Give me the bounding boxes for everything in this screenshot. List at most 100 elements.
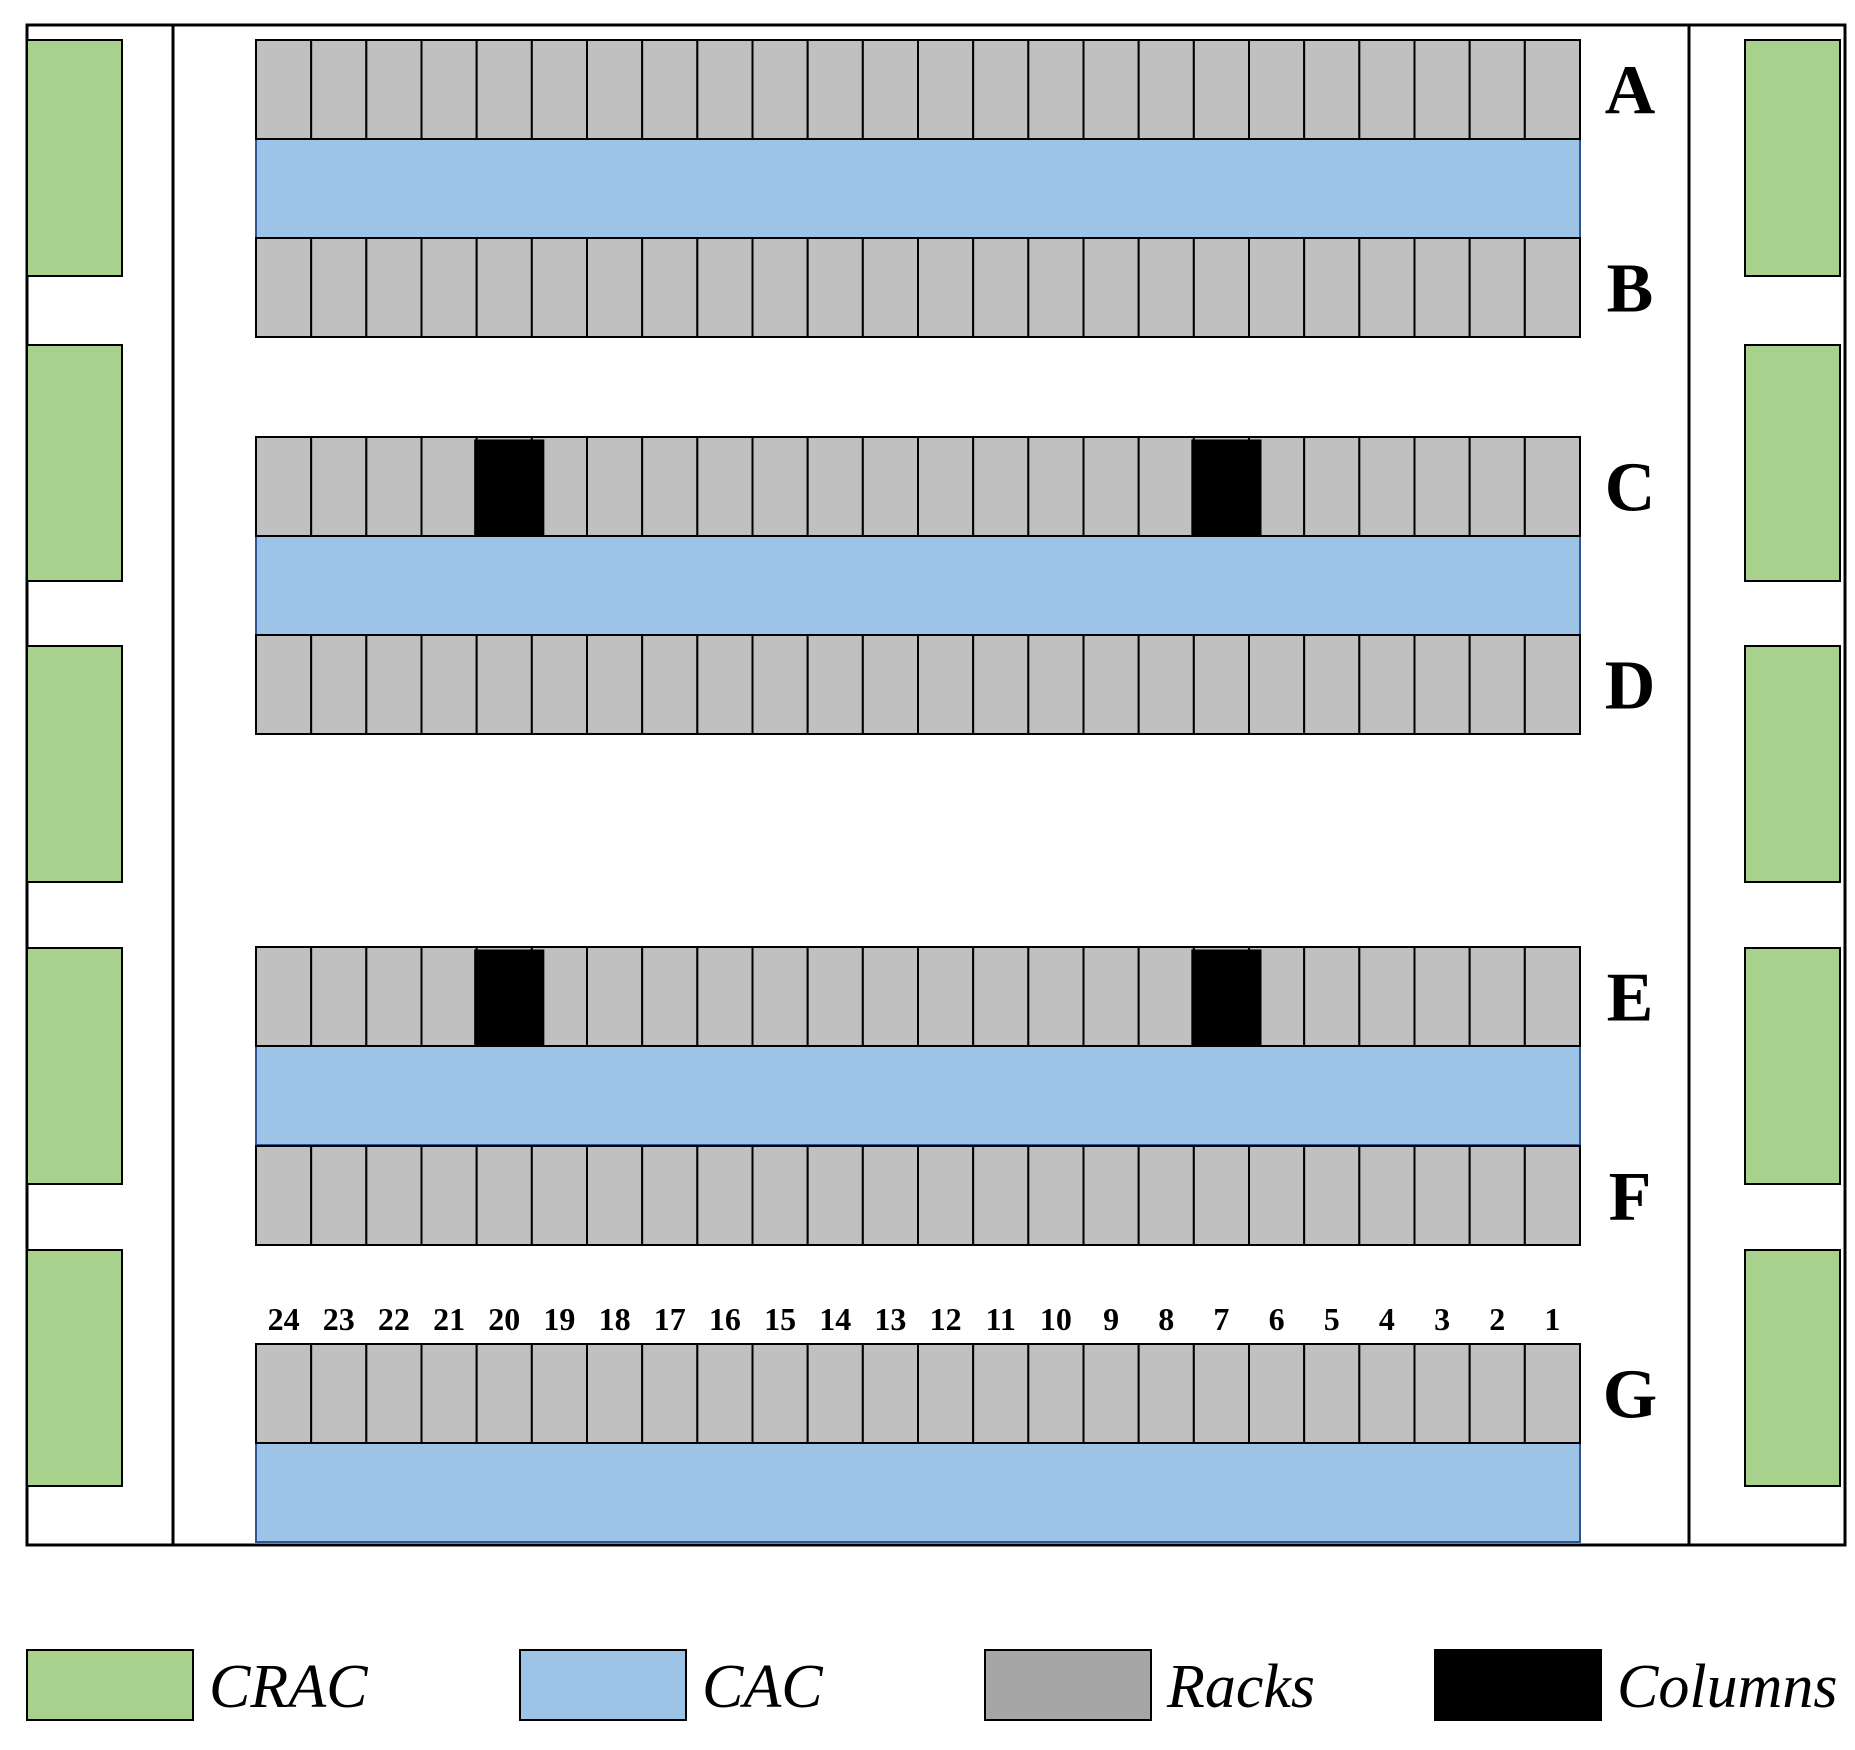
row-label-c: C: [1605, 450, 1656, 527]
rack-e-10: [1027, 946, 1085, 1047]
rack-g-11: [972, 1343, 1030, 1444]
rack-e-9: [1082, 946, 1140, 1047]
row-label-b: B: [1607, 251, 1654, 328]
rack-c-10: [1027, 436, 1085, 537]
rack-f-2: [1468, 1145, 1526, 1246]
rack-d-17: [641, 634, 699, 735]
rack-c-1: [1523, 436, 1582, 537]
rack-b-10: [1027, 237, 1085, 338]
crac-unit-left: [26, 947, 123, 1185]
rack-b-2: [1468, 237, 1526, 338]
rack-f-9: [1082, 1145, 1140, 1246]
rack-g-24: [255, 1343, 313, 1444]
rack-f-16: [696, 1145, 754, 1246]
rack-f-23: [310, 1145, 368, 1246]
rack-g-5: [1303, 1343, 1361, 1444]
rack-f-14: [806, 1145, 864, 1246]
rack-number-label: 4: [1379, 1301, 1395, 1337]
rack-d-7: [1192, 634, 1251, 735]
rack-number-label: 11: [986, 1301, 1016, 1337]
legend-swatch-crac: [26, 1649, 194, 1721]
rack-g-7: [1192, 1343, 1251, 1444]
rack-e-17: [641, 946, 699, 1047]
rack-d-9: [1082, 634, 1140, 735]
rack-e-4: [1358, 946, 1416, 1047]
rack-e-11: [972, 946, 1030, 1047]
building-column: [474, 439, 545, 537]
rack-row-g: [255, 1343, 1582, 1444]
crac-unit-right: [1744, 39, 1841, 277]
rack-b-5: [1303, 237, 1361, 338]
legend-swatch-columns: [1434, 1649, 1602, 1721]
rack-number-label: 13: [874, 1301, 906, 1337]
rack-number-label: 19: [543, 1301, 575, 1337]
rack-a-21: [420, 39, 478, 140]
rack-b-13: [861, 237, 919, 338]
rack-e-2: [1468, 946, 1526, 1047]
rack-e-3: [1413, 946, 1471, 1047]
rack-d-4: [1358, 634, 1416, 735]
rack-e-18: [586, 946, 644, 1047]
row-label-d: D: [1605, 648, 1656, 725]
crac-unit-right: [1744, 645, 1841, 883]
rack-d-2: [1468, 634, 1526, 735]
rack-f-20: [475, 1145, 533, 1246]
building-column: [474, 949, 545, 1047]
rack-f-13: [861, 1145, 919, 1246]
rack-g-3: [1413, 1343, 1471, 1444]
cac-aisle-g: [255, 1442, 1581, 1543]
rack-number-label: 10: [1040, 1301, 1072, 1337]
legend-swatch-cac: [519, 1649, 687, 1721]
rack-c-16: [696, 436, 754, 537]
rack-g-23: [310, 1343, 368, 1444]
rack-d-3: [1413, 634, 1471, 735]
rack-a-6: [1248, 39, 1306, 140]
rack-number-label: 18: [599, 1301, 631, 1337]
rack-number-label: 17: [654, 1301, 686, 1337]
rack-g-10: [1027, 1343, 1085, 1444]
rack-a-24: [255, 39, 313, 140]
rack-b-4: [1358, 237, 1416, 338]
rack-b-21: [420, 237, 478, 338]
rack-b-12: [917, 237, 975, 338]
crac-unit-left: [26, 645, 123, 883]
rack-c-2: [1468, 436, 1526, 537]
rack-f-12: [917, 1145, 975, 1246]
crac-unit-left: [26, 344, 123, 582]
rack-d-21: [420, 634, 478, 735]
rack-c-24: [255, 436, 313, 537]
rack-g-14: [806, 1343, 864, 1444]
rack-g-15: [751, 1343, 809, 1444]
rack-c-5: [1303, 436, 1361, 537]
rack-a-4: [1358, 39, 1416, 140]
rack-g-20: [475, 1343, 533, 1444]
rack-f-1: [1523, 1145, 1582, 1246]
rack-a-22: [365, 39, 423, 140]
rack-g-17: [641, 1343, 699, 1444]
rack-d-1: [1523, 634, 1582, 735]
rack-b-18: [586, 237, 644, 338]
rack-d-10: [1027, 634, 1085, 735]
rack-d-6: [1248, 634, 1306, 735]
rack-f-3: [1413, 1145, 1471, 1246]
rack-number-label: 14: [819, 1301, 851, 1337]
rack-c-15: [751, 436, 809, 537]
rack-g-13: [861, 1343, 919, 1444]
rack-a-17: [641, 39, 699, 140]
rack-d-14: [806, 634, 864, 735]
rack-number-label: 23: [323, 1301, 355, 1337]
rack-e-22: [365, 946, 423, 1047]
rack-e-23: [310, 946, 368, 1047]
rack-f-4: [1358, 1145, 1416, 1246]
rack-g-21: [420, 1343, 478, 1444]
rack-number-label: 1: [1544, 1301, 1560, 1337]
rack-g-9: [1082, 1343, 1140, 1444]
rack-number-label: 15: [764, 1301, 796, 1337]
crac-unit-left: [26, 1249, 123, 1487]
rack-a-16: [696, 39, 754, 140]
rack-g-2: [1468, 1343, 1526, 1444]
legend-label-columns: Columns: [1617, 1653, 1837, 1721]
rack-number-label: 7: [1213, 1301, 1229, 1337]
